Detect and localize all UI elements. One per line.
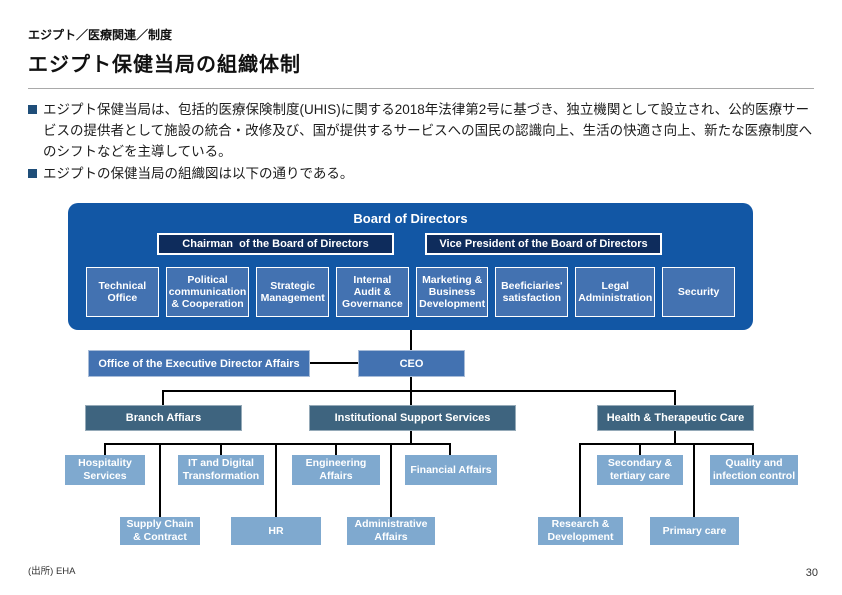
unit-box-administrative-affairs: Administrative Affairs [347, 517, 435, 545]
unit-box-secondary-tertiary-care: Secondary & tertiary care [597, 455, 683, 485]
connector-line [752, 443, 754, 455]
unit-box-supply-chain-contract: Supply Chain & Contract [120, 517, 200, 545]
bullet-square-icon [28, 169, 37, 178]
division-box-branch-affairs: Branch Affiars [85, 405, 242, 431]
connector-line [579, 443, 581, 517]
chairman-box: Chairman of the Board of Directors [157, 233, 394, 255]
bullet-square-icon [28, 105, 37, 114]
connector-line [449, 443, 451, 455]
dept-box-legal-administration: Legal Administration [575, 267, 656, 317]
page-title: エジプト保健当局の組織体制 [28, 54, 301, 76]
page-number: 30 [805, 567, 818, 579]
unit-box-research-development: Research & Development [538, 517, 623, 545]
unit-box-hospitality-services: Hospitality Services [65, 455, 145, 485]
executive-director-office-box: Office of the Executive Director Affairs [88, 350, 310, 377]
unit-box-financial-affairs: Financial Affairs [405, 455, 497, 485]
dept-box-internal-audit: Internal Audit & Governance [336, 267, 409, 317]
unit-box-quality-infection-control: Quality and infection control [710, 455, 798, 485]
unit-box-hr: HR [231, 517, 321, 545]
connector-line [639, 443, 641, 455]
connector-line [410, 330, 412, 350]
vice-president-box: Vice President of the Board of Directors [425, 233, 662, 255]
connector-line [163, 390, 676, 392]
bullet-text: エジプトの保健当局の組織図は以下の通りである。 [43, 166, 354, 181]
connector-line [335, 443, 337, 455]
dept-box-beneficiaries-satisfaction: Beeficiaries' satisfaction [495, 267, 569, 317]
dept-box-technical-office: Technical Office [86, 267, 159, 317]
unit-box-primary-care: Primary care [650, 517, 739, 545]
connector-line [162, 390, 164, 405]
bullet-text: エジプト保健当局は、包括的医療保険制度(UHIS)に関する2018年法律第2号に… [43, 102, 813, 159]
board-title: Board of Directors [353, 211, 468, 226]
connector-line [410, 431, 412, 444]
bullet-item: エジプトの保健当局の組織図は以下の通りである。 [28, 164, 820, 185]
ceo-box: CEO [358, 350, 465, 377]
division-box-institutional-support: Institutional Support Services [309, 405, 516, 431]
unit-box-it-digital-transformation: IT and Digital Transformation [178, 455, 264, 485]
source-note: (出所) EHA [28, 566, 76, 577]
connector-line [674, 390, 676, 405]
connector-line [159, 443, 161, 517]
dept-box-security: Security [662, 267, 735, 317]
connector-line [693, 443, 695, 517]
breadcrumb-kicker: エジプト／医療関連／制度 [28, 28, 173, 42]
bullet-item: エジプト保健当局は、包括的医療保険制度(UHIS)に関する2018年法律第2号に… [28, 100, 820, 163]
connector-line [579, 443, 754, 445]
connector-line [390, 443, 392, 517]
connector-line [310, 362, 358, 364]
unit-box-engineering-affairs: Engineering Affairs [292, 455, 380, 485]
connector-line [674, 431, 676, 444]
connector-line [275, 443, 277, 517]
board-of-directors-panel: Board of Directors Chairman of the Board… [68, 203, 753, 330]
title-divider [28, 88, 814, 89]
dept-box-marketing-business: Marketing & Business Development [415, 267, 489, 317]
dept-box-political-communication: Political communication & Cooperation [165, 267, 250, 317]
dept-box-strategic-management: Strategic Management [256, 267, 330, 317]
connector-line [104, 443, 106, 455]
division-box-health-therapeutic: Health & Therapeutic Care [597, 405, 754, 431]
connector-line [220, 443, 222, 455]
board-departments-row: Technical Office Political communication… [86, 267, 735, 317]
connector-line [104, 443, 451, 445]
